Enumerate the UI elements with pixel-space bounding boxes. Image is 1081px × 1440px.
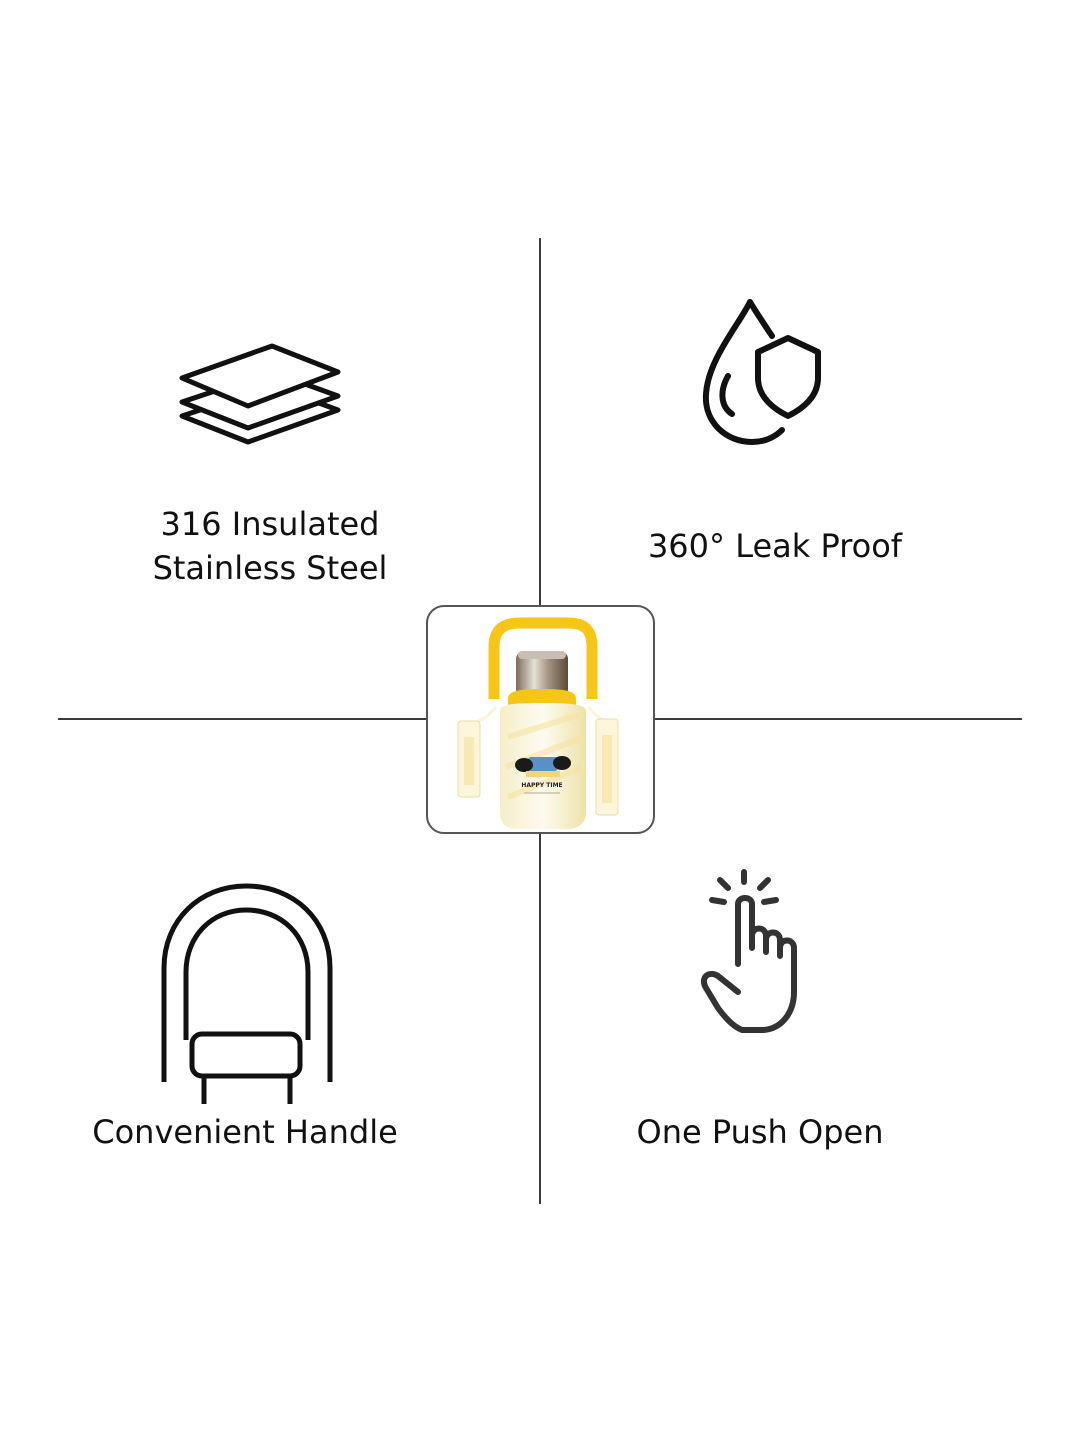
- feature-label-insulated-steel: 316 Insulated Stainless Steel: [120, 502, 420, 590]
- water-bottle-image: HAPPY TIME: [457, 617, 619, 829]
- feature-label-leak-proof: 360° Leak Proof: [620, 524, 930, 568]
- tap-hand-icon: [698, 868, 822, 1040]
- label-line: Convenient Handle: [92, 1113, 398, 1151]
- feature-label-handle: Convenient Handle: [80, 1110, 410, 1154]
- vertical-divider-top: [539, 238, 541, 606]
- feature-label-push-open: One Push Open: [610, 1110, 910, 1154]
- label-line: 360° Leak Proof: [647, 527, 903, 565]
- water-drop-shield-icon: [700, 298, 824, 450]
- horizontal-divider-left: [58, 718, 428, 720]
- horizontal-divider-right: [652, 718, 1022, 720]
- stacked-sheets-icon: [176, 338, 344, 460]
- label-line: One Push Open: [636, 1113, 884, 1151]
- label-line: 316 Insulated: [160, 505, 380, 543]
- vertical-divider-bottom: [539, 834, 541, 1204]
- product-image-card: HAPPY TIME: [426, 605, 655, 834]
- label-line: Stainless Steel: [152, 549, 388, 587]
- handle-icon: [156, 880, 338, 1112]
- bottle-print-text: HAPPY TIME: [521, 782, 562, 789]
